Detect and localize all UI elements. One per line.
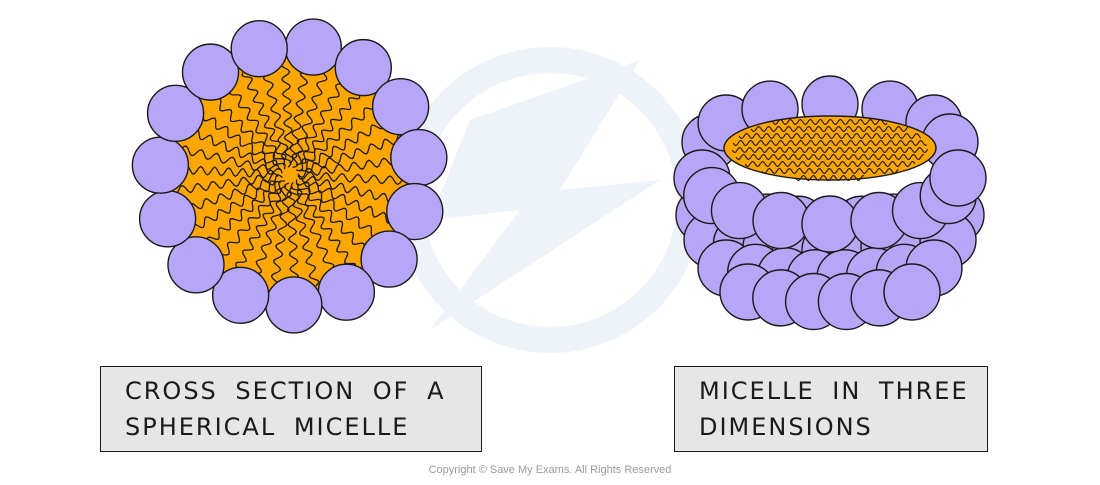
tail bbox=[170, 172, 279, 196]
hydrophilic-heads bbox=[131, 18, 448, 334]
tail bbox=[297, 155, 404, 179]
head-group bbox=[929, 149, 987, 207]
tail bbox=[241, 70, 287, 161]
head-group bbox=[334, 38, 392, 97]
cross-section-label-line-1: CROSS SECTION OF A bbox=[125, 377, 446, 405]
tail bbox=[259, 57, 292, 168]
head-group bbox=[181, 43, 240, 101]
head-group bbox=[131, 136, 190, 194]
tail bbox=[744, 160, 916, 168]
three-d-label: MICELLE IN THREE DIMENSIONS bbox=[674, 366, 988, 452]
cross-section-label: CROSS SECTION OF A SPHERICAL MICELLE bbox=[100, 366, 482, 452]
head-group bbox=[284, 18, 342, 76]
head-group bbox=[883, 263, 941, 321]
tail bbox=[750, 125, 910, 133]
head-group bbox=[390, 128, 448, 187]
head-group bbox=[138, 190, 197, 248]
cross-section-micelle bbox=[131, 18, 448, 334]
watermark-logo bbox=[397, 47, 703, 353]
tail bbox=[212, 180, 285, 268]
hydrocarbon-tails bbox=[170, 55, 411, 296]
tail bbox=[761, 167, 899, 175]
three-dimensional-micelle bbox=[673, 75, 987, 331]
tail bbox=[731, 146, 929, 154]
tail bbox=[172, 145, 283, 175]
tail bbox=[732, 139, 928, 147]
head-group bbox=[801, 195, 859, 253]
head-group bbox=[752, 191, 810, 250]
three-d-label-line-1: MICELLE IN THREE bbox=[699, 377, 969, 405]
tail bbox=[234, 188, 283, 276]
tail bbox=[296, 97, 383, 172]
watermark-bolt bbox=[430, 60, 660, 330]
tail bbox=[795, 174, 865, 182]
head-group bbox=[167, 236, 225, 294]
head-group bbox=[317, 263, 376, 321]
copyright-notice: Copyright © Save My Exams. All Rights Re… bbox=[428, 464, 672, 476]
tail bbox=[735, 153, 924, 161]
tail bbox=[295, 69, 349, 166]
head-group bbox=[386, 182, 444, 241]
head-group bbox=[371, 78, 430, 136]
head-group bbox=[360, 230, 418, 288]
head-group bbox=[211, 266, 270, 324]
head-group bbox=[146, 84, 205, 143]
hydrophilic-heads-3d bbox=[673, 75, 987, 331]
head-group bbox=[265, 276, 323, 334]
head-group bbox=[230, 19, 288, 78]
three-d-label-line-2: DIMENSIONS bbox=[699, 413, 873, 441]
cross-section-label-line-2: SPHERICAL MICELLE bbox=[125, 413, 410, 441]
tail bbox=[175, 165, 275, 179]
tail bbox=[772, 118, 888, 126]
tail bbox=[250, 185, 287, 290]
tail bbox=[297, 171, 411, 186]
tail bbox=[300, 86, 364, 164]
hydrophobic-core-3d bbox=[723, 115, 937, 182]
tail bbox=[296, 187, 357, 270]
tail bbox=[738, 132, 922, 140]
